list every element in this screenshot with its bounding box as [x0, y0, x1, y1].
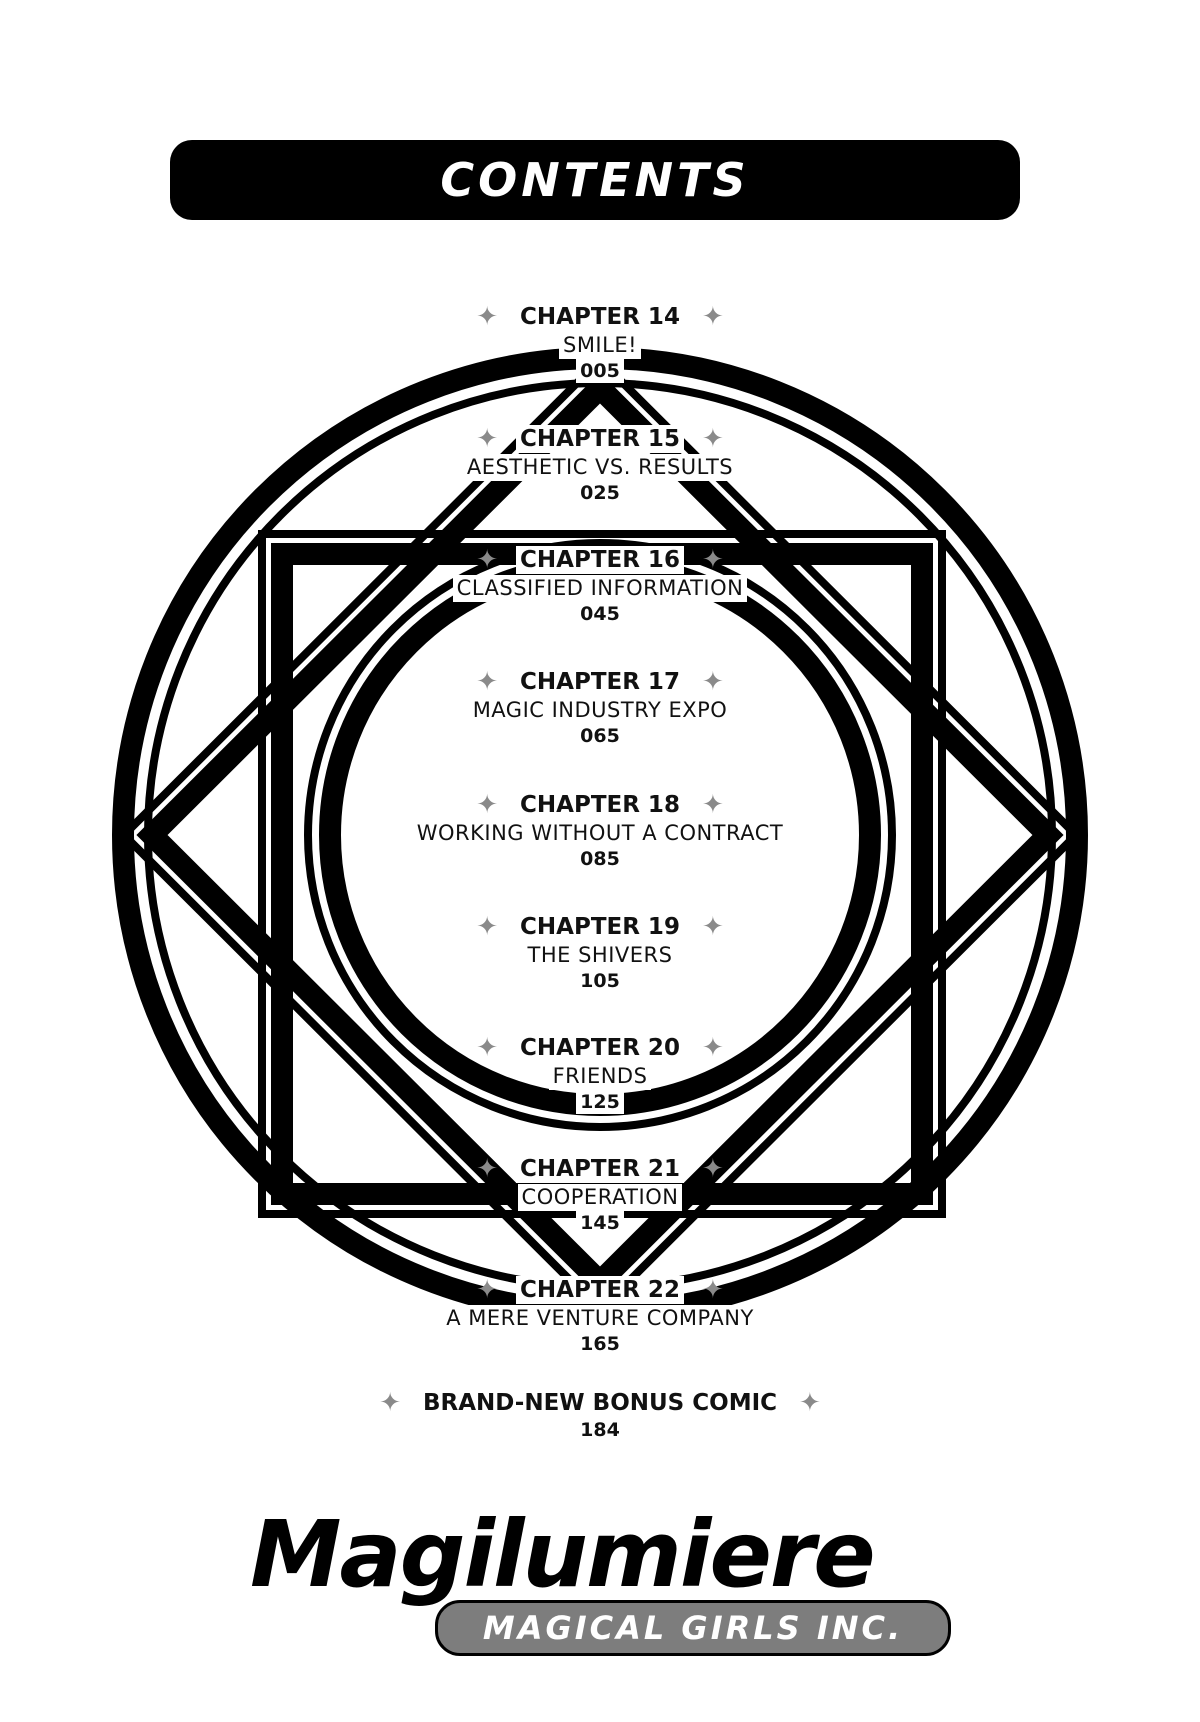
sparkle-icon: ✦ — [701, 545, 724, 575]
sparkle-icon: ✦ — [701, 302, 724, 332]
sparkle-icon: ✦ — [701, 790, 724, 820]
series-logo: Magilumiere MAGICAL GIRLS INC. — [250, 1501, 951, 1665]
chapter-title: AESTHETIC VS. RESULTS — [462, 454, 738, 481]
logo-wordmark: Magilumiere — [250, 1501, 876, 1608]
chapter-heading-row: ✦ CHAPTER 20 ✦ — [0, 1033, 1200, 1063]
sparkle-icon: ✦ — [476, 545, 499, 575]
chapter-heading-row: ✦ BRAND-NEW BONUS COMIC ✦ — [0, 1388, 1200, 1418]
toc-entry: ✦ BRAND-NEW BONUS COMIC ✦ 184 — [0, 1388, 1200, 1442]
chapter-heading-row: ✦ CHAPTER 14 ✦ — [0, 302, 1200, 332]
chapter-title: MAGIC INDUSTRY EXPO — [468, 697, 732, 724]
logo-subtitle-bar: MAGICAL GIRLS INC. — [435, 1600, 951, 1656]
sparkle-icon: ✦ — [476, 1033, 499, 1063]
chapter-title: THE SHIVERS — [523, 942, 677, 969]
sparkle-icon: ✦ — [799, 1388, 821, 1418]
page-number: 045 — [576, 602, 624, 626]
page-title: CONTENTS — [440, 153, 750, 207]
chapter-label: CHAPTER 19 — [516, 913, 684, 941]
chapter-heading-row: ✦ CHAPTER 22 ✦ — [0, 1275, 1200, 1305]
page-number: 145 — [576, 1211, 624, 1235]
chapter-heading-row: ✦ CHAPTER 17 ✦ — [0, 667, 1200, 697]
page-number: 005 — [576, 359, 624, 383]
sparkle-icon: ✦ — [701, 424, 724, 454]
sparkle-icon: ✦ — [701, 1033, 724, 1063]
page-number: 184 — [576, 1418, 624, 1442]
sparkle-icon: ✦ — [476, 1154, 499, 1184]
sparkle-icon: ✦ — [476, 790, 499, 820]
chapter-title: CLASSIFIED INFORMATION — [452, 575, 748, 602]
sparkle-icon: ✦ — [701, 912, 724, 942]
sparkle-icon: ✦ — [701, 667, 724, 697]
toc-entry: ✦ CHAPTER 14 ✦ SMILE!005 — [0, 302, 1200, 383]
chapter-title: COOPERATION — [517, 1184, 683, 1211]
chapter-label: CHAPTER 20 — [516, 1034, 684, 1062]
page-number: 025 — [576, 481, 624, 505]
sparkle-icon: ✦ — [476, 1275, 499, 1305]
chapter-heading-row: ✦ CHAPTER 16 ✦ — [0, 545, 1200, 575]
logo-subtitle: MAGICAL GIRLS INC. — [482, 1609, 904, 1647]
chapter-title: SMILE! — [558, 332, 642, 359]
page-number: 065 — [576, 724, 624, 748]
sparkle-icon: ✦ — [476, 302, 499, 332]
chapter-heading-row: ✦ CHAPTER 15 ✦ — [0, 424, 1200, 454]
sparkle-icon: ✦ — [701, 1275, 724, 1305]
sparkle-icon: ✦ — [476, 424, 499, 454]
chapter-label: CHAPTER 16 — [516, 546, 684, 574]
sparkle-icon: ✦ — [379, 1388, 401, 1418]
inner-ring — [304, 539, 896, 1131]
page-number: 085 — [576, 847, 624, 871]
chapter-label: CHAPTER 21 — [516, 1155, 684, 1183]
chapter-title: FRIENDS — [548, 1063, 652, 1090]
chapter-label: CHAPTER 14 — [516, 303, 684, 331]
sparkle-icon: ✦ — [476, 667, 499, 697]
chapter-label: CHAPTER 17 — [516, 668, 684, 696]
chapter-title: WORKING WITHOUT A CONTRACT — [412, 820, 788, 847]
chapter-title: A MERE VENTURE COMPANY — [442, 1305, 758, 1332]
chapter-label: BRAND-NEW BONUS COMIC — [418, 1389, 782, 1417]
page-number: 105 — [576, 969, 624, 993]
chapter-heading-row: ✦ CHAPTER 19 ✦ — [0, 912, 1200, 942]
page-number: 165 — [576, 1332, 624, 1356]
sparkle-icon: ✦ — [701, 1154, 724, 1184]
chapter-heading-row: ✦ CHAPTER 21 ✦ — [0, 1154, 1200, 1184]
chapter-label: CHAPTER 18 — [516, 791, 684, 819]
chapter-label: CHAPTER 22 — [516, 1276, 684, 1304]
page-number: 125 — [576, 1090, 624, 1114]
chapter-heading-row: ✦ CHAPTER 18 ✦ — [0, 790, 1200, 820]
sparkle-icon: ✦ — [476, 912, 499, 942]
contents-header-bar: CONTENTS — [170, 140, 1020, 220]
chapter-label: CHAPTER 15 — [516, 425, 684, 453]
